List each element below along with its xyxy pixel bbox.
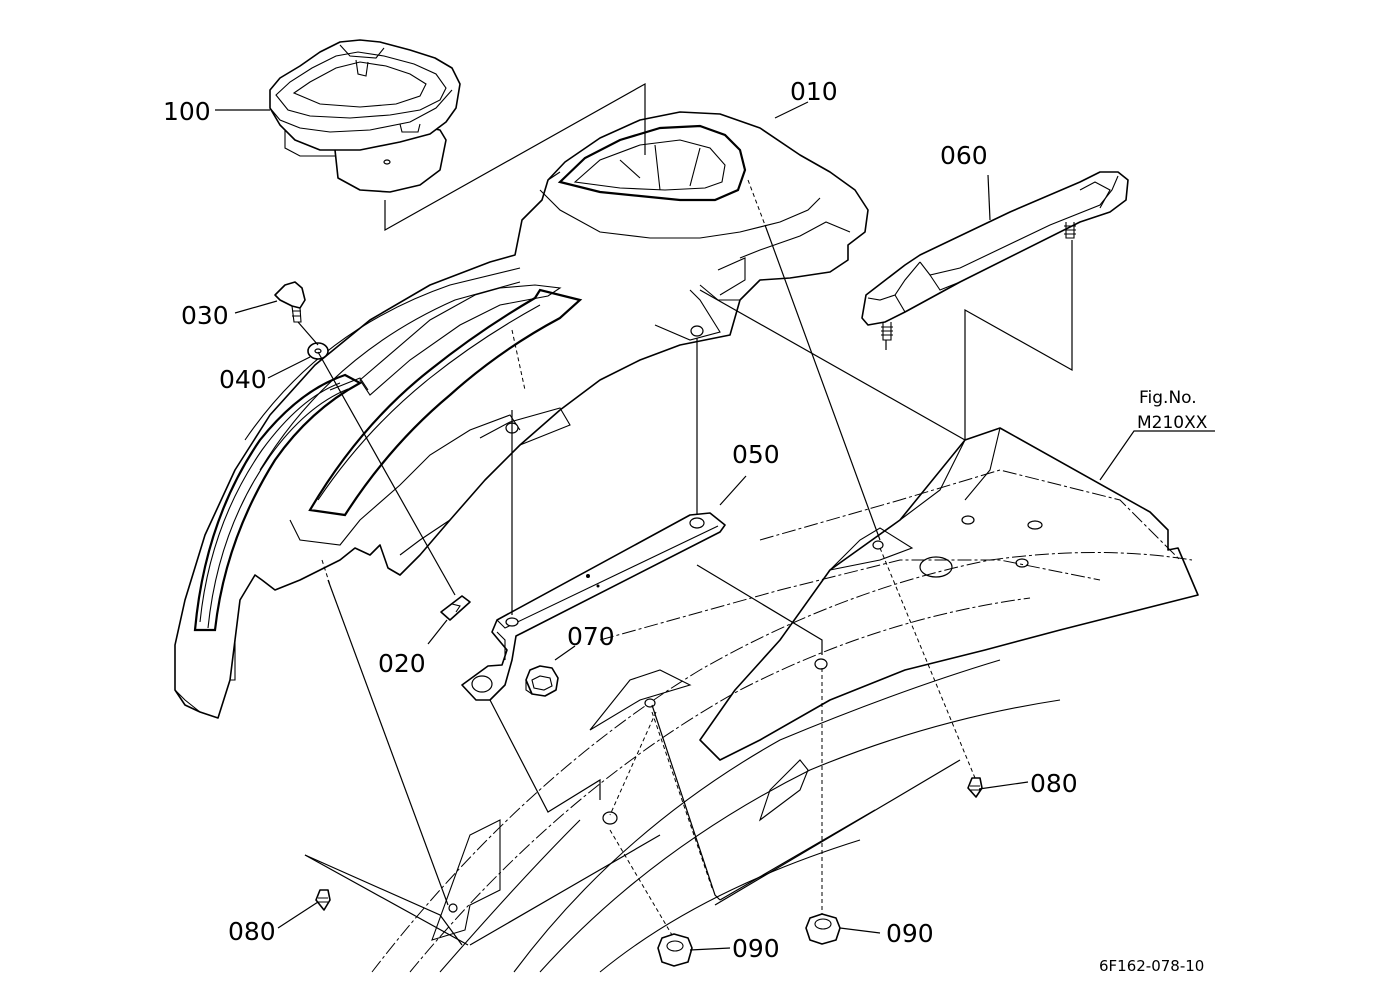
nut-090-right [805,913,841,945]
knob-screw-030 [274,281,306,323]
assembly-lines [297,82,1073,946]
leader-lines [215,101,1215,951]
bolt-080-right [967,777,983,798]
fender-reference [371,552,1193,973]
figure-ref-label: Fig.No. [1139,388,1197,408]
boot-100 [269,39,461,193]
callout-090-left: 090 [732,934,780,963]
callout-040: 040 [219,365,267,394]
callout-060: 060 [940,141,988,170]
callout-030: 030 [181,301,229,330]
figure-ref-number: M210XX [1137,413,1208,433]
flange-nut-070 [525,665,559,697]
callout-080-right: 080 [1030,769,1078,798]
callout-080-left: 080 [228,917,276,946]
cover-010 [174,111,869,719]
grip-060 [861,171,1129,341]
callout-100: 100 [163,97,211,126]
callout-070: 070 [567,622,615,651]
drawing-code: 6F162-078-10 [1099,957,1204,975]
callout-010: 010 [790,77,838,106]
callout-050: 050 [732,440,780,469]
callout-090-right: 090 [886,919,934,948]
washer-040 [307,342,329,360]
clip-020 [440,595,471,621]
bolt-080-left [315,889,331,911]
frame-floor-reference [599,427,1199,761]
callout-labels: 010 100 060 030 040 050 070 020 080 080 … [163,77,1208,975]
callout-020: 020 [378,649,426,678]
bracket-050 [461,512,726,701]
nut-090-left [657,933,693,967]
